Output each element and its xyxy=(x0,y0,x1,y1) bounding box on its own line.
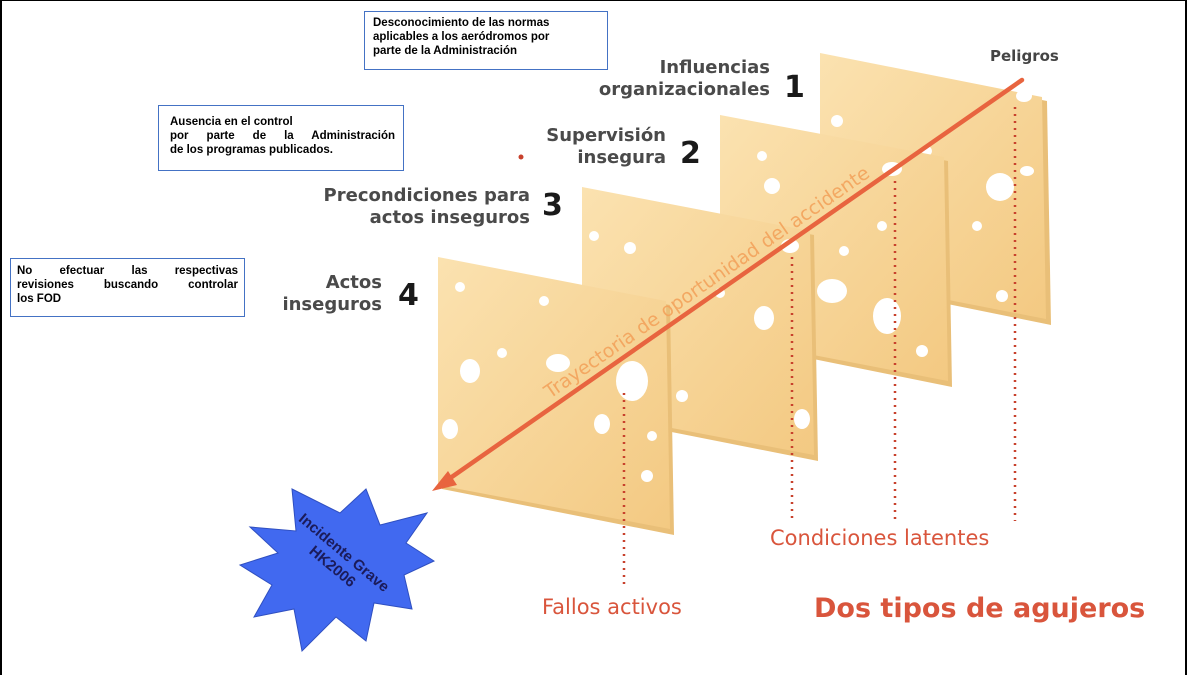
layer-2-title-line-1: Supervisión xyxy=(546,125,666,146)
note-line: los FOD xyxy=(17,293,62,305)
layer-3-label: Precondiciones para actos inseguros 3 xyxy=(324,185,563,228)
dotted-leaders xyxy=(622,107,1017,589)
layer-4-title-line-2: inseguros xyxy=(282,294,382,315)
layer-2-label: Supervisión insegura 2 xyxy=(546,125,701,171)
note-line: Desconocimiento de las normas xyxy=(373,17,550,29)
layer-4-label: Actos inseguros 4 xyxy=(282,272,418,315)
cheese-slice-4 xyxy=(438,257,674,535)
note-line: revisiones buscando controlar xyxy=(17,279,238,291)
two-types-label: Dos tipos de agujeros xyxy=(814,593,1145,624)
latent-conditions-label: Condiciones latentes xyxy=(770,526,989,550)
layer-1-label: Influencias organizacionales 1 xyxy=(599,57,805,105)
note-admin-norms: Desconocimiento de las normas aplicables… xyxy=(364,11,608,70)
note-line: de los programas publicados. xyxy=(170,144,333,156)
active-failures-label: Fallos activos xyxy=(542,595,682,619)
note-admin-control: Ausencia en el control por parte de la A… xyxy=(158,105,404,171)
marker-dot xyxy=(518,154,524,160)
note-line: parte de la Administración xyxy=(373,45,517,57)
layer-3-number: 3 xyxy=(542,188,563,223)
layer-4-title-line-1: Actos xyxy=(326,272,382,293)
note-fod: No efectuar las respectivas revisiones b… xyxy=(10,258,245,317)
note-line: por parte de la Administración xyxy=(170,130,395,142)
layer-3-title-line-2: actos inseguros xyxy=(370,207,530,228)
layer-2-title-line-2: insegura xyxy=(577,147,666,168)
note-line: Ausencia en el control xyxy=(170,116,293,128)
note-line: aplicables a los aeródromos por xyxy=(373,31,550,43)
layer-3-title-line-1: Precondiciones para xyxy=(324,185,530,206)
note-line: No efectuar las respectivas xyxy=(17,265,238,277)
layer-1-title-line-2: organizacionales xyxy=(599,79,770,100)
layer-1-title-line-1: Influencias xyxy=(660,57,770,78)
trajectory-arrow xyxy=(432,77,1025,491)
layer-2-number: 2 xyxy=(680,136,701,171)
layer-4-number: 4 xyxy=(398,278,419,313)
layer-1-number: 1 xyxy=(784,70,805,105)
incident-star: Incidente Grave HK2006 xyxy=(238,488,436,653)
hazards-label: Peligros xyxy=(990,47,1059,65)
